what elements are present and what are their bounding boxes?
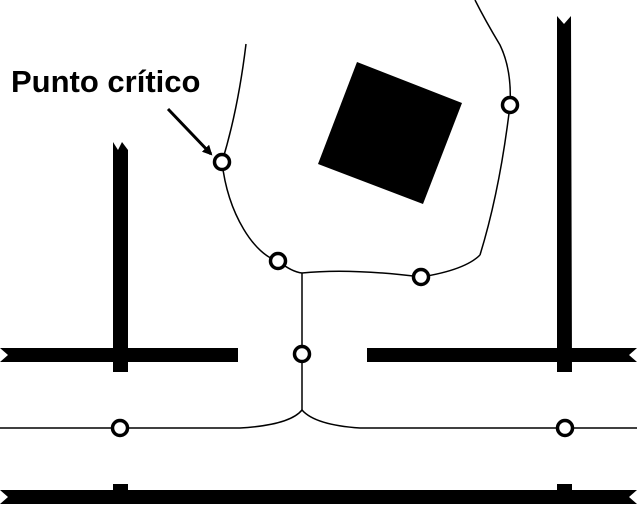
critical-point <box>292 344 312 364</box>
critical-point <box>268 251 288 271</box>
path-right-branch <box>474 0 512 256</box>
wall-left-vertical <box>113 142 128 372</box>
critical-point <box>555 418 575 438</box>
obstacle-square <box>318 62 462 204</box>
wall-bottom-post-right <box>557 484 572 492</box>
wall-bottom-post-left <box>113 484 128 492</box>
critical-point <box>411 267 431 287</box>
critical-point-label: Punto crítico <box>11 64 201 99</box>
path-left-branch <box>221 43 279 262</box>
path-bottom-corridor <box>0 408 637 429</box>
critical-point <box>212 152 232 172</box>
wall-right-vertical <box>557 16 572 372</box>
critical-point <box>110 418 130 438</box>
walls <box>0 16 637 504</box>
wall-bottom <box>0 490 637 504</box>
critical-point <box>500 95 520 115</box>
wall-right-horizontal <box>367 348 637 362</box>
path-top-bridge <box>277 254 481 278</box>
wall-left-horizontal <box>0 348 238 362</box>
annotation-arrow <box>166 107 213 156</box>
critical-points <box>110 95 575 438</box>
